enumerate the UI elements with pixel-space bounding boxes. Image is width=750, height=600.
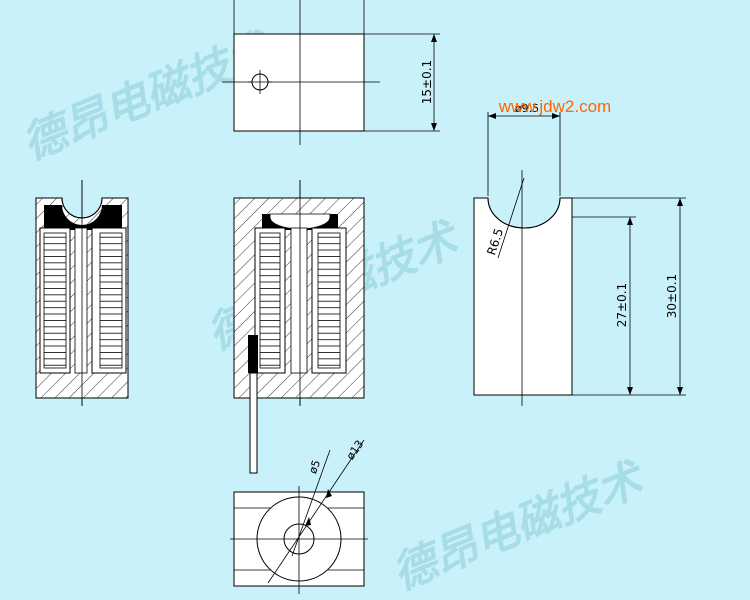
dim-total-height: 30±0.1: [665, 274, 679, 318]
left-section-view: [35, 180, 129, 406]
dim-inner-height: 27±0.1: [615, 283, 629, 327]
dim-top-height: 15±0.1: [420, 60, 434, 104]
middle-section-view: [233, 180, 365, 474]
bottom-view: ø5 ø13: [230, 438, 368, 594]
right-elevation-view: ø9.5 R6.5 27±0.1 30±0.1: [473, 102, 686, 406]
url-watermark: www.jdw2.com: [498, 97, 611, 116]
top-view: 15±0.1: [222, 0, 440, 145]
brand-watermark-3: 德昂电磁技术: [385, 452, 654, 600]
dim-cup-width: ø9.5: [515, 102, 539, 115]
dim-hole-diameter: ø5: [306, 458, 323, 475]
